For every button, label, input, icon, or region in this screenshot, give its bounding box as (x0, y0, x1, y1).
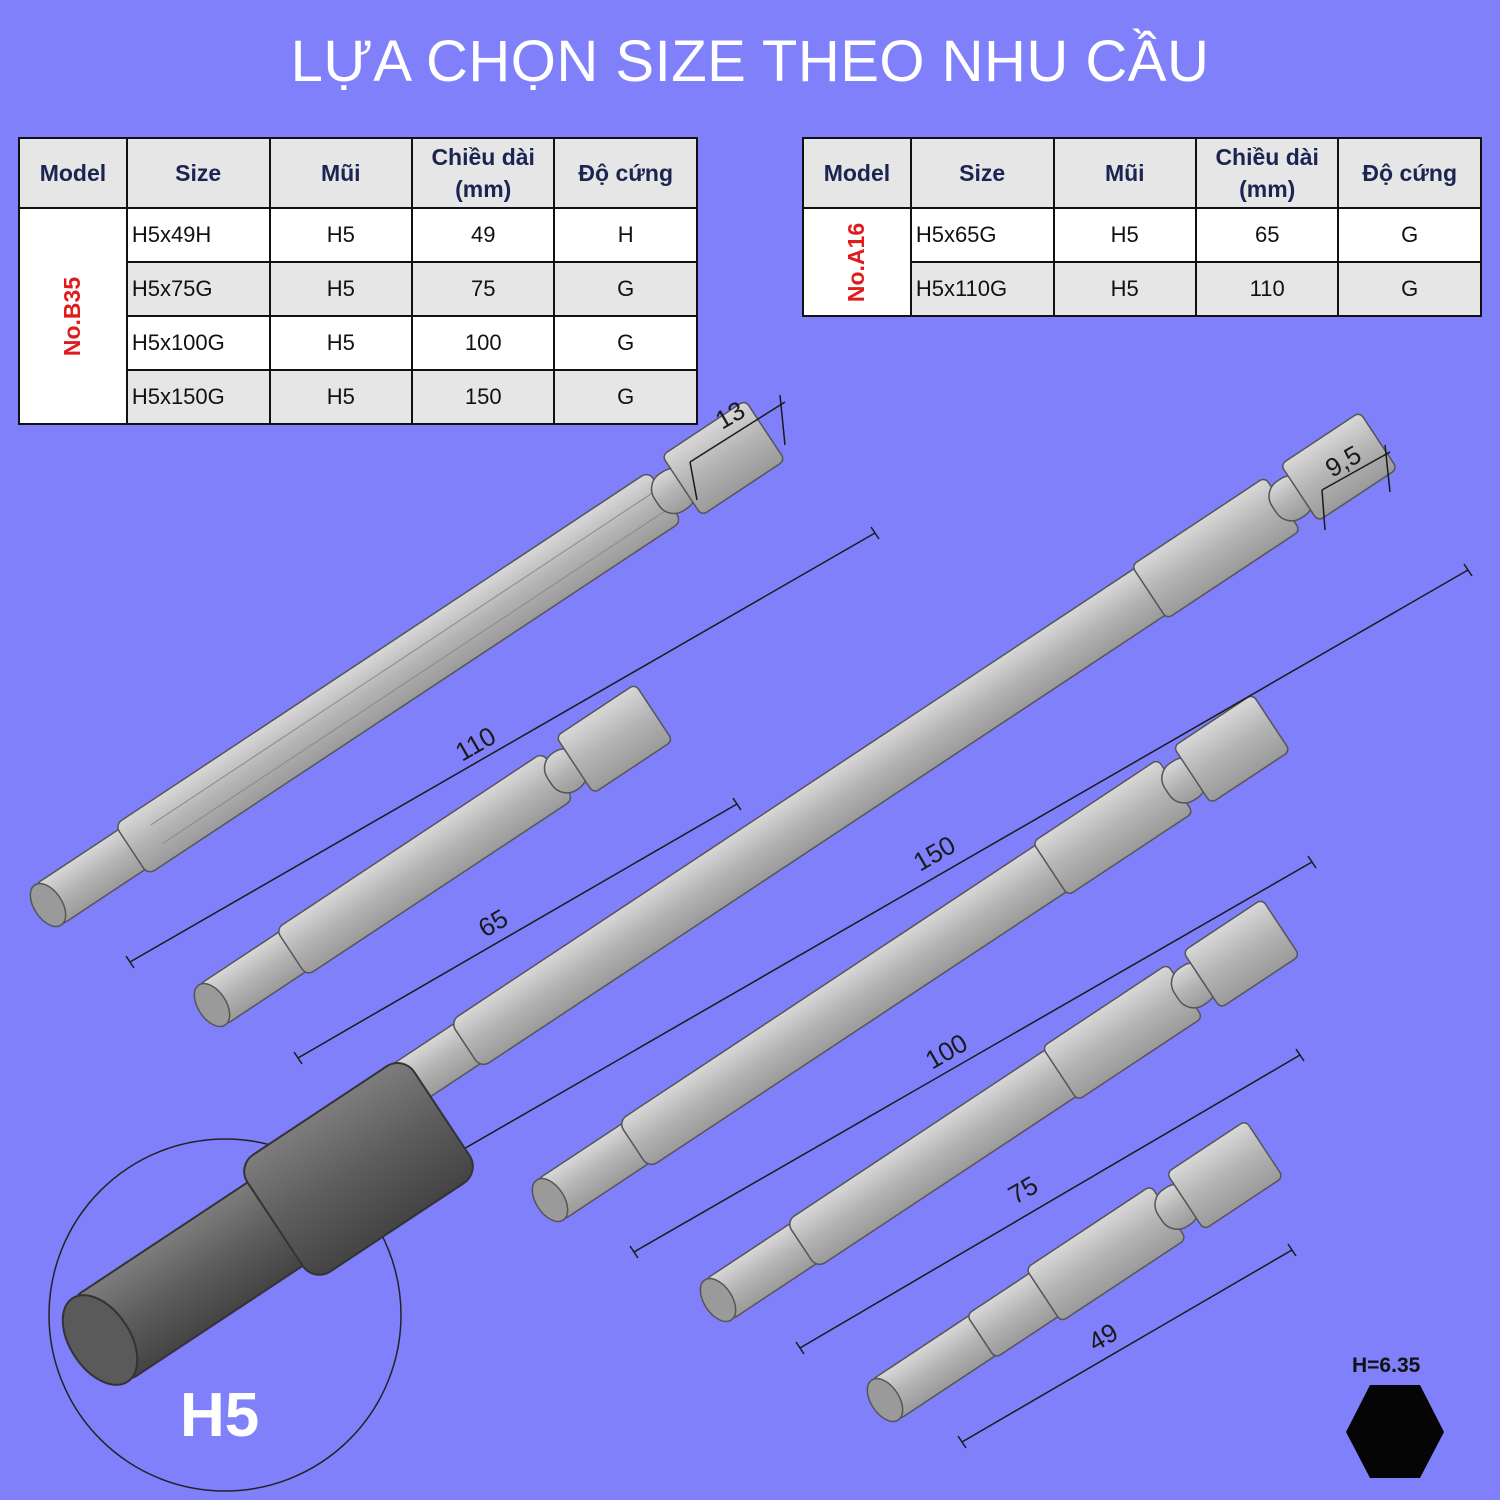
spec-table-b35: Model Size Mũi Chiều dài(mm) Độ cứng No.… (18, 137, 698, 425)
length-cell: 150 (410, 369, 556, 425)
tip-cell: H5 (268, 315, 413, 371)
bit-75 (699, 900, 1299, 1323)
header-hardness: Độ cứng (1337, 137, 1482, 209)
length-cell: 65 (1194, 207, 1340, 263)
size-cell: H5x150G (125, 369, 271, 425)
hardness-cell: G (1337, 207, 1482, 263)
hardness-cell: G (553, 315, 698, 371)
tip-cell: H5 (268, 369, 413, 425)
hardness-cell: H (553, 207, 698, 263)
bit-65 (193, 685, 672, 1028)
header-size: Size (909, 137, 1055, 209)
length-cell: 110 (1194, 261, 1340, 317)
table-row: No.A16 H5x65G H5 65 G (802, 207, 1482, 317)
dimension-lines (125, 394, 1473, 1449)
header-tip: Mũi (1052, 137, 1197, 209)
hexagon-icon (1346, 1385, 1444, 1478)
model-cell: No.A16 (802, 207, 912, 317)
model-cell: No.B35 (18, 207, 128, 425)
table-row: H5x75G H5 75 G (19, 261, 698, 317)
tip-cell: H5 (268, 261, 413, 317)
table-row: H5x150G H5 150 G (19, 369, 698, 425)
table-row: H5x100G H5 100 G (19, 315, 698, 371)
table-row: H5x110G H5 110 G (803, 261, 1482, 317)
header-length: Chiều dài(mm) (410, 137, 556, 209)
dim-label-150: 150 (908, 830, 961, 878)
hardness-cell: G (1337, 261, 1482, 317)
length-cell: 49 (410, 207, 556, 263)
size-cell: H5x75G (125, 261, 271, 317)
length-cell: 100 (410, 315, 556, 371)
hardness-cell: G (553, 369, 698, 425)
tip-cell: H5 (1052, 207, 1197, 263)
spec-table-a16: Model Size Mũi Chiều dài(mm) Độ cứng No.… (802, 137, 1482, 317)
dim-label-75: 75 (1003, 1170, 1043, 1210)
bit-150 (363, 413, 1396, 1123)
size-cell: H5x65G (909, 207, 1055, 263)
size-cell: H5x49H (125, 207, 271, 263)
hex-size-label: H=6.35 (1352, 1354, 1421, 1377)
header-model: Model (802, 137, 912, 209)
table-row: No.B35 H5x49H H5 49 H (18, 207, 698, 425)
bit-49 (866, 1122, 1282, 1423)
header-hardness: Độ cứng (553, 137, 698, 209)
hardness-cell: G (553, 261, 698, 317)
tip-detail-circle (48, 1062, 474, 1492)
length-cell: 75 (410, 261, 556, 317)
header-size: Size (125, 137, 271, 209)
tip-size-label: H5 (180, 1381, 260, 1450)
dim-label-100: 100 (920, 1028, 973, 1076)
bit-100 (531, 695, 1289, 1223)
header-model: Model (18, 137, 128, 209)
page-title: LỰA CHỌN SIZE THEO NHU CẦU (290, 29, 1210, 94)
size-cell: H5x110G (909, 261, 1055, 317)
header-length: Chiều dài(mm) (1194, 137, 1340, 209)
size-cell: H5x100G (125, 315, 271, 371)
tip-cell: H5 (268, 207, 413, 263)
tip-cell: H5 (1052, 261, 1197, 317)
dim-label-110: 110 (450, 720, 501, 767)
header-tip: Mũi (268, 137, 413, 209)
bit-110 (29, 401, 784, 928)
